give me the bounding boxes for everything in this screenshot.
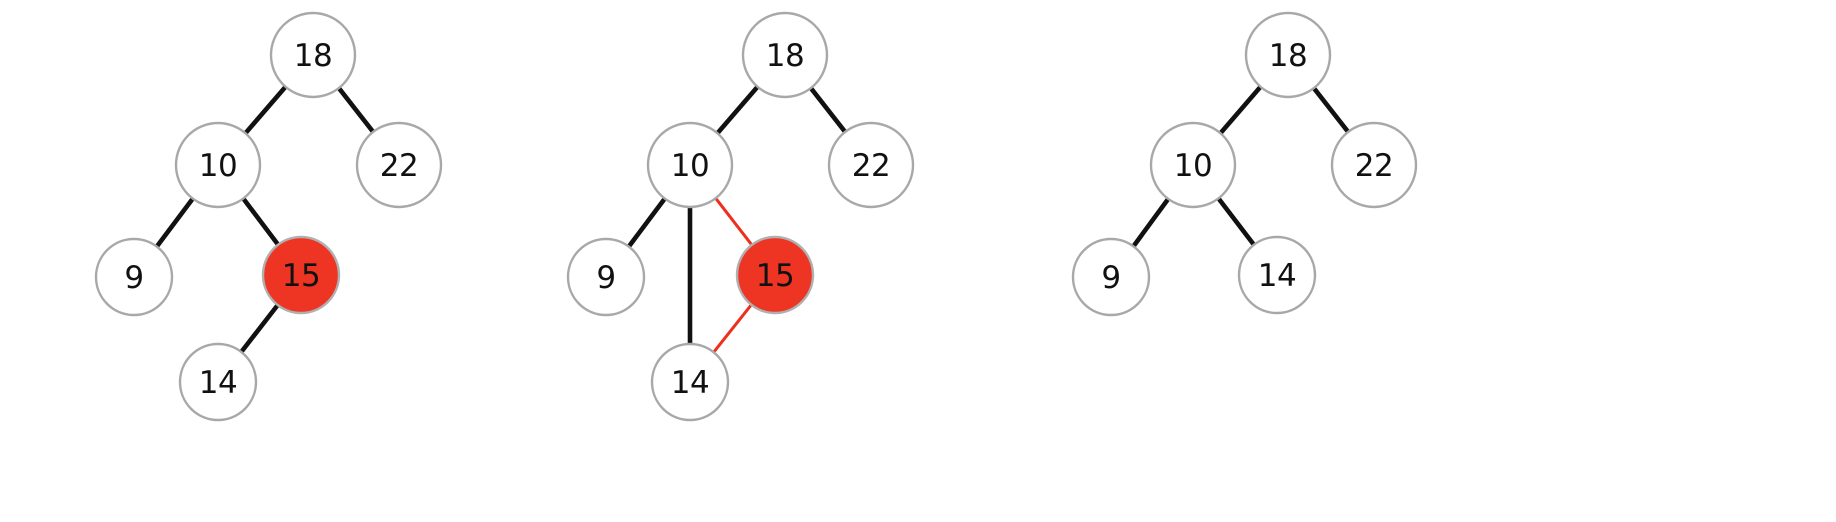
node-label-18: 18 <box>294 38 332 74</box>
node-circle-14 <box>650 342 730 422</box>
node-circle-15 <box>261 235 341 315</box>
node-label-14: 14 <box>199 365 237 401</box>
node-label-18: 18 <box>766 38 804 74</box>
tree-node-18[interactable]: 18 <box>741 11 829 99</box>
tree-edge-t3-10-to-t3-14 <box>1216 196 1257 247</box>
tree-edge-t3-18-to-t3-10 <box>1218 84 1263 136</box>
node-circle-14 <box>1237 235 1317 315</box>
tree-edge-t1-18-to-t1-22 <box>336 85 376 135</box>
tree-edge-t2-18-to-t2-22 <box>808 85 848 135</box>
node-label-10: 10 <box>671 148 709 184</box>
node-label-22: 22 <box>380 148 418 184</box>
tree-edge-t3-18-to-t3-22 <box>1311 85 1351 135</box>
node-circle-18 <box>741 11 829 99</box>
node-circle-10 <box>1149 121 1237 209</box>
tree-node-9[interactable]: 9 <box>94 237 174 317</box>
edge-layer <box>154 84 1351 355</box>
tree-edge-t1-18-to-t1-10 <box>243 84 288 136</box>
node-circle-15 <box>735 235 815 315</box>
node-circle-22 <box>827 121 915 209</box>
node-label-10: 10 <box>1174 148 1212 184</box>
tree-node-10[interactable]: 10 <box>646 121 734 209</box>
tree-node-14[interactable]: 14 <box>650 342 730 422</box>
node-circle-10 <box>646 121 734 209</box>
tree-node-18[interactable]: 18 <box>1244 11 1332 99</box>
node-label-15: 15 <box>756 258 794 294</box>
tree-edge-t1-10-to-t1-15 <box>240 196 281 247</box>
tree-node-22[interactable]: 22 <box>355 121 443 209</box>
tree-node-14[interactable]: 14 <box>1237 235 1317 315</box>
node-circle-10 <box>174 121 262 209</box>
node-circle-18 <box>269 11 357 99</box>
tree-node-14[interactable]: 14 <box>178 342 258 422</box>
node-label-22: 22 <box>852 148 890 184</box>
node-label-9: 9 <box>124 260 143 296</box>
tree-node-15[interactable]: 15 <box>735 235 815 315</box>
node-label-14: 14 <box>671 365 709 401</box>
node-circle-18 <box>1244 11 1332 99</box>
node-circle-22 <box>1330 121 1418 209</box>
tree-edge-t2-18-to-t2-10 <box>715 84 760 136</box>
node-label-18: 18 <box>1269 38 1307 74</box>
node-label-9: 9 <box>1101 260 1120 296</box>
tree-node-22[interactable]: 22 <box>1330 121 1418 209</box>
tree-edge-t2-10-to-t2-9 <box>626 196 668 249</box>
node-circle-14 <box>178 342 258 422</box>
tree-node-22[interactable]: 22 <box>827 121 915 209</box>
node-circle-9 <box>1071 237 1151 317</box>
node-layer: 18 10 22 9 15 14 18 10 22 9 15 14 18 10 22 9 14 <box>94 11 1418 422</box>
tree-node-15[interactable]: 15 <box>261 235 341 315</box>
tree-node-10[interactable]: 10 <box>1149 121 1237 209</box>
node-label-9: 9 <box>596 260 615 296</box>
tree-edge-t1-10-to-t1-9 <box>154 196 196 249</box>
tree-edge-t1-15-to-t1-14 <box>238 302 281 355</box>
tree-node-10[interactable]: 10 <box>174 121 262 209</box>
node-label-15: 15 <box>282 258 320 294</box>
tree-node-9[interactable]: 9 <box>1071 237 1151 317</box>
node-label-14: 14 <box>1258 258 1296 294</box>
node-circle-9 <box>94 237 174 317</box>
node-circle-22 <box>355 121 443 209</box>
tree-node-18[interactable]: 18 <box>269 11 357 99</box>
node-label-22: 22 <box>1355 148 1393 184</box>
tree-node-9[interactable]: 9 <box>566 237 646 317</box>
tree-edge-t2-15-to-t2-14 <box>711 303 754 354</box>
node-label-10: 10 <box>199 148 237 184</box>
node-circle-9 <box>566 237 646 317</box>
tree-edge-t3-10-to-t3-9 <box>1131 196 1171 249</box>
tree-edge-t2-10-to-t2-15 <box>713 196 754 247</box>
